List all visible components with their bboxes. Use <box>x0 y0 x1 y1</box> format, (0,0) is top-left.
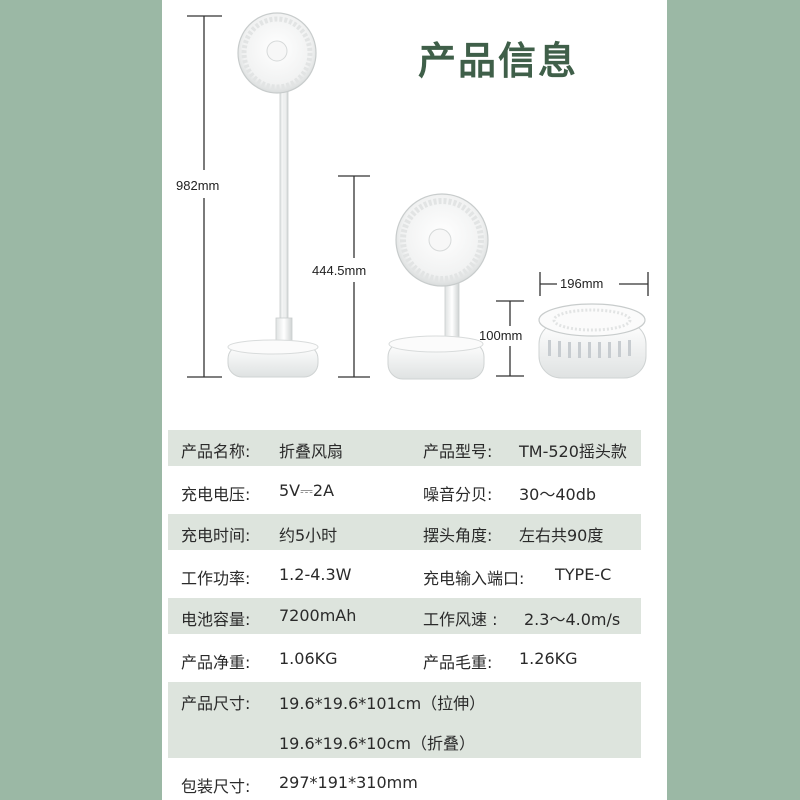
spec-label: 包装尺寸: <box>181 777 251 796</box>
fan-illustrations <box>187 12 649 380</box>
spec-label: 工作功率: <box>181 569 251 588</box>
spec-value: 30～40db <box>519 485 597 504</box>
page-title: 产品信息 <box>418 38 579 83</box>
fan-folded <box>538 303 647 379</box>
spec-row-3: 充电时间: 约5小时 摆头角度: 左右共90度 <box>168 514 641 550</box>
spec-value: 5V⎓2A <box>279 481 335 500</box>
dim-line-folded-height <box>496 300 524 377</box>
spec-value: 左右共90度 <box>519 526 604 545</box>
spec-value: TM-520摇头款 <box>519 442 627 461</box>
spec-value: 约5小时 <box>279 526 338 545</box>
spec-label: 产品名称: <box>181 442 251 461</box>
spec-row-2: 充电电压: 5V⎓2A 噪音分贝: 30～40db <box>168 472 641 508</box>
spec-label: 充电时间: <box>181 526 251 545</box>
spec-value: TYPE-C <box>555 565 612 584</box>
spec-label: 产品毛重: <box>423 653 493 672</box>
spec-value: 1.06KG <box>279 649 338 668</box>
spec-value: 19.6*19.6*101cm（拉伸） <box>279 694 486 713</box>
spec-value: 2.3～4.0m/s <box>524 610 621 629</box>
spec-label: 充电输入端口: <box>423 569 525 588</box>
spec-row-package: 包装尺寸: 297*191*310mm <box>168 764 641 800</box>
spec-row-6: 产品净重: 1.06KG 产品毛重: 1.26KG <box>168 640 641 676</box>
dim-label-folded-width: 196mm <box>560 276 604 291</box>
spec-row-size: 产品尺寸: 19.6*19.6*101cm（拉伸） 19.6*19.6*10cm… <box>168 682 641 758</box>
spec-value: 297*191*310mm <box>279 773 418 792</box>
spec-value: 1.2-4.3W <box>279 565 352 584</box>
dim-line-extended <box>187 15 222 378</box>
spec-value: 1.26KG <box>519 649 578 668</box>
dim-label-extended: 982mm <box>176 178 220 193</box>
dim-line-folded-width <box>539 272 649 296</box>
spec-label: 噪音分贝: <box>423 485 493 504</box>
spec-label: 工作风速 : <box>423 610 498 629</box>
dim-label-mid: 444.5mm <box>312 263 367 278</box>
spec-label: 摆头角度: <box>423 526 493 545</box>
fan-extended <box>227 12 319 378</box>
spec-label: 产品尺寸: <box>181 694 251 713</box>
spec-row-5: 电池容量: 7200mAh 工作风速 : 2.3～4.0m/s <box>168 598 641 634</box>
spec-value: 19.6*19.6*10cm（折叠） <box>279 734 475 753</box>
fan-mid <box>387 193 489 380</box>
dim-label-folded-height: 100mm <box>479 328 523 343</box>
dim-line-mid <box>338 175 370 378</box>
spec-row-4: 工作功率: 1.2-4.3W 充电输入端口: TYPE-C <box>168 556 641 592</box>
spec-row-1: 产品名称: 折叠风扇 产品型号: TM-520摇头款 <box>168 430 641 466</box>
spec-label: 产品型号: <box>423 442 493 461</box>
product-info-panel: 产品信息 <box>162 0 667 800</box>
spec-value: 7200mAh <box>279 606 357 625</box>
spec-value: 折叠风扇 <box>279 442 344 461</box>
spec-label: 充电电压: <box>181 485 251 504</box>
spec-label: 产品净重: <box>181 653 251 672</box>
spec-label: 电池容量: <box>181 610 251 629</box>
